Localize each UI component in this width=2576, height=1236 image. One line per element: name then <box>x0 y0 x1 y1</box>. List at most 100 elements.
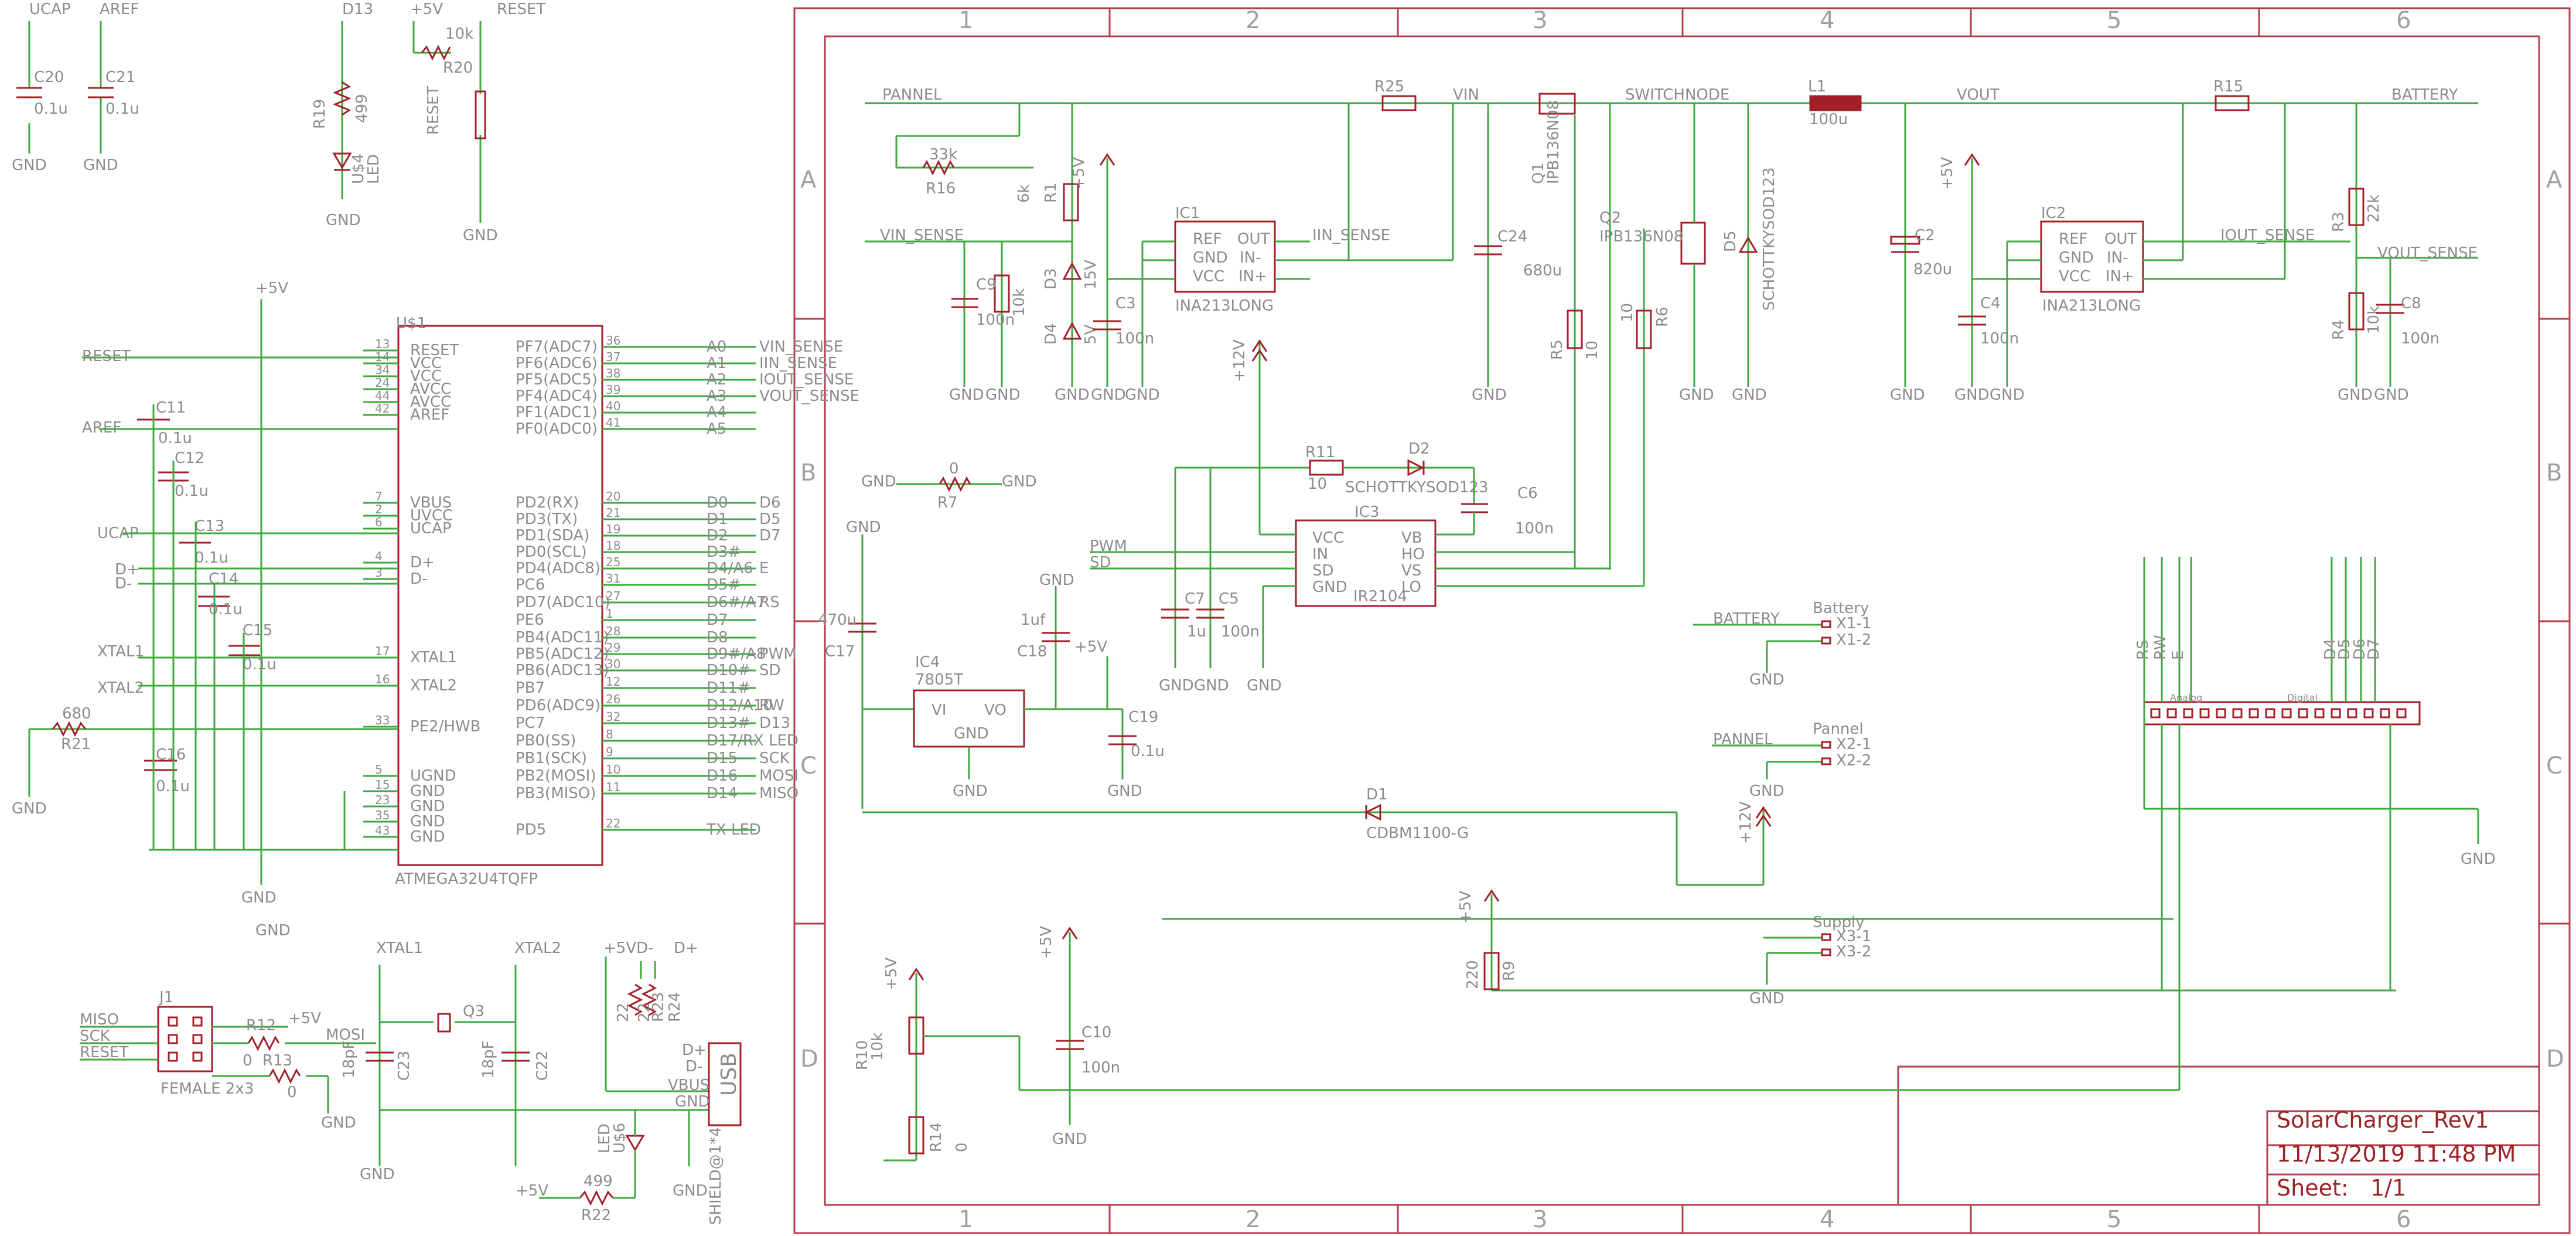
lcd-header-pin <box>2396 708 2407 719</box>
pannel-conn-label: Pannel <box>1813 720 1864 738</box>
gnd-r7-left: GND <box>861 473 896 491</box>
frame-row-b-right: B <box>2546 459 2562 486</box>
lcd-d4-label: D4 <box>2322 638 2339 660</box>
lcd-header-pin <box>2298 708 2308 719</box>
u1-body <box>397 325 603 866</box>
u1-right-pin-signal: TX LED <box>706 821 761 839</box>
plus5v-r9: +5V <box>1457 891 1475 924</box>
frame-row-d-right: D <box>2546 1046 2564 1072</box>
iin-sense-net-label: IIN_SENSE <box>1312 227 1390 244</box>
u1-right-pin-signal: D14 <box>707 785 738 802</box>
u1-left-pin: GND <box>410 798 445 815</box>
r25-label: R25 <box>1374 78 1404 96</box>
u1-right-pin-signal: D8 <box>707 629 728 646</box>
battery-conn-net: BATTERY <box>1713 610 1780 628</box>
u1-left-pin-num: 15 <box>375 778 390 792</box>
ic4-value: 7805T <box>915 671 963 689</box>
u1-left-pin: AVCC <box>410 380 451 398</box>
u1-right-pin-num: 18 <box>606 539 620 553</box>
c5-label: C5 <box>1219 590 1239 608</box>
r15-body <box>2215 95 2250 111</box>
c19-label: C19 <box>1128 709 1158 726</box>
usb-dminus-pin: D- <box>685 1058 702 1075</box>
lcd-d6-label: D6 <box>2351 638 2369 660</box>
r6-body <box>1636 309 1652 349</box>
u1-right-pin: PD6(ADC9) <box>516 697 601 714</box>
r10-value: 10k <box>869 1033 886 1061</box>
u1-right-pin: PB6(ADC13) <box>516 662 609 679</box>
x3-2-label: X3-2 <box>1836 943 1871 961</box>
lcd-header-pin <box>2265 708 2275 719</box>
d5-label: D5 <box>1722 230 1739 252</box>
lcd-header-pin <box>2183 708 2193 719</box>
plus5v-isp: +5V <box>288 1010 321 1027</box>
usb-vbus-pin: VBUS <box>668 1077 709 1094</box>
battery-net-label: BATTERY <box>2391 86 2458 104</box>
u54-label: U$4 <box>350 154 367 184</box>
ic3-pin-in: IN <box>1312 546 1328 563</box>
c3-value: 100n <box>1115 330 1154 348</box>
lcd-rs-label: RS <box>2134 639 2152 660</box>
gnd-ic3: GND <box>1247 677 1282 694</box>
plus5v-ic1: +5V <box>1070 157 1088 190</box>
lcd-header-pin <box>2232 708 2243 719</box>
u1-right-pin-num: 10 <box>606 762 620 777</box>
u1-right-pin-net: E <box>759 560 769 577</box>
u1-right-pin-num: 12 <box>606 675 620 689</box>
u1-right-pin: PD2(RX) <box>516 494 579 512</box>
gnd-c3: GND <box>1091 386 1126 404</box>
r11-label: R11 <box>1305 444 1335 461</box>
u1-left-pin: XTAL1 <box>410 649 457 666</box>
reset-net-label: RESET <box>497 1 545 18</box>
usb-dplus-pin: D+ <box>682 1041 707 1059</box>
top-left-block: UCAP C20 0.1u GND AREF C21 0.1u GND D13 … <box>12 1 545 244</box>
c20-value: 0.1u <box>34 100 68 118</box>
c9-label: C9 <box>976 276 997 294</box>
u1-right-pin-net: MISO <box>759 785 799 802</box>
miso-isp: MISO <box>80 1011 119 1029</box>
u1-right-pin-num: 20 <box>606 489 620 503</box>
drawing-frame: 1 2 3 4 5 6 1 2 3 4 5 6 A B C D A B C D … <box>793 7 2571 1234</box>
gnd-r2: GND <box>985 386 1021 404</box>
u1-left-pin: VCC <box>410 355 442 372</box>
vin-net-label: VIN <box>1453 86 1479 104</box>
gnd-x2: GND <box>1749 782 1785 800</box>
decoupling-caps: RESET C11 0.1u C12 0.1u C13 0.1u C14 0.1… <box>82 348 398 850</box>
ic1-pin-gnd: GND <box>1193 249 1228 267</box>
c17-value: 470u <box>818 611 857 629</box>
c24-label: C24 <box>1497 228 1527 246</box>
dminus-usb: D- <box>636 939 653 957</box>
u1-right-pin-num: 21 <box>606 506 620 520</box>
frame-col-3-bottom: 3 <box>1533 1206 1547 1233</box>
gnd-q2: GND <box>1679 386 1714 404</box>
gnd-c8: GND <box>2374 386 2409 404</box>
r14-label: R14 <box>927 1122 945 1152</box>
u1-right-pin: PD3(TX) <box>516 510 578 528</box>
ic4-pin-gnd: GND <box>954 725 989 743</box>
ic2-body <box>2040 220 2144 293</box>
gnd-c17-top: GND <box>846 519 881 536</box>
u1-right-pin-signal: A1 <box>707 355 726 372</box>
c10-label: C10 <box>1081 1024 1111 1041</box>
l1-label: L1 <box>1808 78 1826 96</box>
u1-right-pin-num: 31 <box>606 571 620 585</box>
u1-left-pin: GND <box>410 828 445 846</box>
u1-right-pin-net: SCK <box>759 750 790 767</box>
gnd-c4: GND <box>1954 386 1990 404</box>
u1-right-pin-signal: A3 <box>707 387 726 405</box>
frame-col-3-top: 3 <box>1533 7 1547 34</box>
r1-body <box>1063 183 1079 222</box>
c7-label: C7 <box>1185 590 1205 608</box>
u1-right-pin-net: D13 <box>759 714 790 732</box>
mosi-isp: MOSI <box>326 1026 365 1044</box>
u1-right-pin-signal: A2 <box>707 371 726 389</box>
gate-driver: +12V R11 10 D2 SCHOTTKYSOD123 C6 100n IC… <box>861 339 1644 694</box>
u1-right-pin-num: 37 <box>606 350 620 364</box>
u1-right-pin-signal: A0 <box>707 338 726 356</box>
u1-right-pin-signal: D12/A10 <box>707 697 773 714</box>
atmega-block: U$1 ATMEGA32U4TQFP RESET13VCC14VCC34AVCC… <box>12 280 859 939</box>
c8-value: 100n <box>2401 330 2439 348</box>
c22-value: 18pF <box>480 1040 497 1078</box>
u1-left-pin: D- <box>410 570 427 588</box>
r9-body <box>1483 952 1500 990</box>
